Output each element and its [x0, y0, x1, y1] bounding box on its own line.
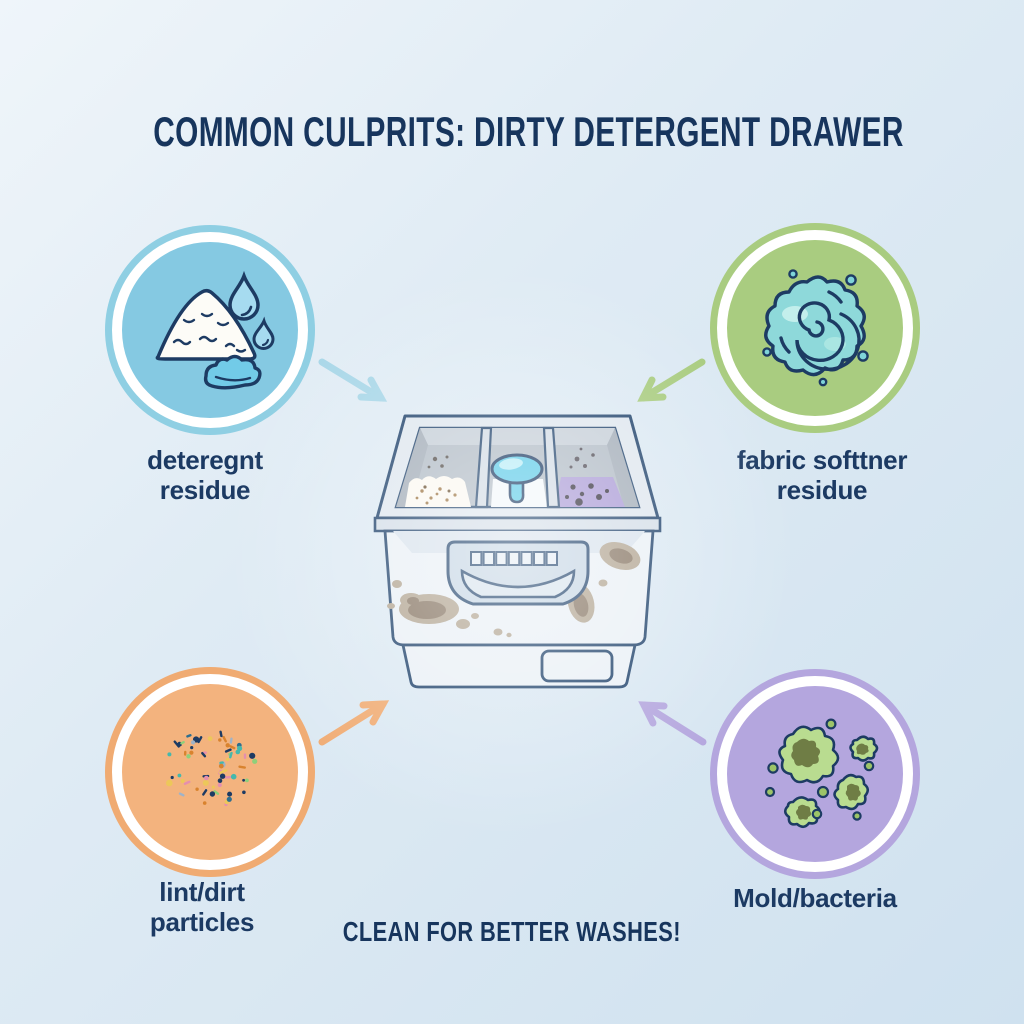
- footer-tagline-text: CLEAN FOR BETTER WASHES!: [342, 916, 682, 947]
- base-panel-inset: [540, 649, 614, 683]
- lint-specks-group: [166, 730, 258, 807]
- mold-bacteria-circle: [717, 676, 913, 872]
- divider-left: [474, 426, 493, 509]
- lint-dirt-particles-label: lint/dirt particles: [149, 877, 255, 937]
- grime-stains-core: [407, 548, 633, 619]
- mold-blobs-icon: [764, 718, 879, 829]
- gel-drip: [508, 477, 525, 504]
- divider-right: [542, 426, 561, 509]
- powder-compartment: [405, 476, 471, 507]
- lint-dirt-particles-circle: [112, 674, 308, 870]
- footer-tagline: CLEAN FOR BETTER WASHES!: [0, 916, 1024, 948]
- softener-arrow: [637, 358, 706, 402]
- detergent-residue-label: deteregnt residue: [147, 445, 263, 505]
- powder-and-drops-icon: [155, 270, 275, 390]
- page-title-text: COMMON CULPRITS: DIRTY DETERGENT DRAWER: [153, 108, 904, 155]
- detergent-arrow: [318, 358, 388, 402]
- page-title: COMMON CULPRITS: DIRTY DETERGENT DRAWER: [0, 108, 1024, 156]
- mold-bacteria-label: Mold/bacteria: [733, 883, 897, 913]
- detergent-residue-circle: [112, 232, 308, 428]
- softener-swirl-icon: [762, 269, 869, 387]
- lint-arrow: [318, 700, 390, 746]
- handle-grip: [460, 568, 576, 599]
- softener-compartment: [555, 477, 625, 507]
- drawer-rail: [373, 516, 662, 533]
- lint-specks-icon: [166, 730, 258, 807]
- drawer-base-panel: [401, 643, 637, 689]
- dirty-detergent-drawer-illustration: [373, 414, 662, 689]
- handle-grille: [470, 551, 559, 566]
- mold-arrow: [638, 701, 707, 746]
- fabric-softener-residue-label: fabric softtner residue: [736, 445, 908, 505]
- fabric-softener-residue-circle: [717, 230, 913, 426]
